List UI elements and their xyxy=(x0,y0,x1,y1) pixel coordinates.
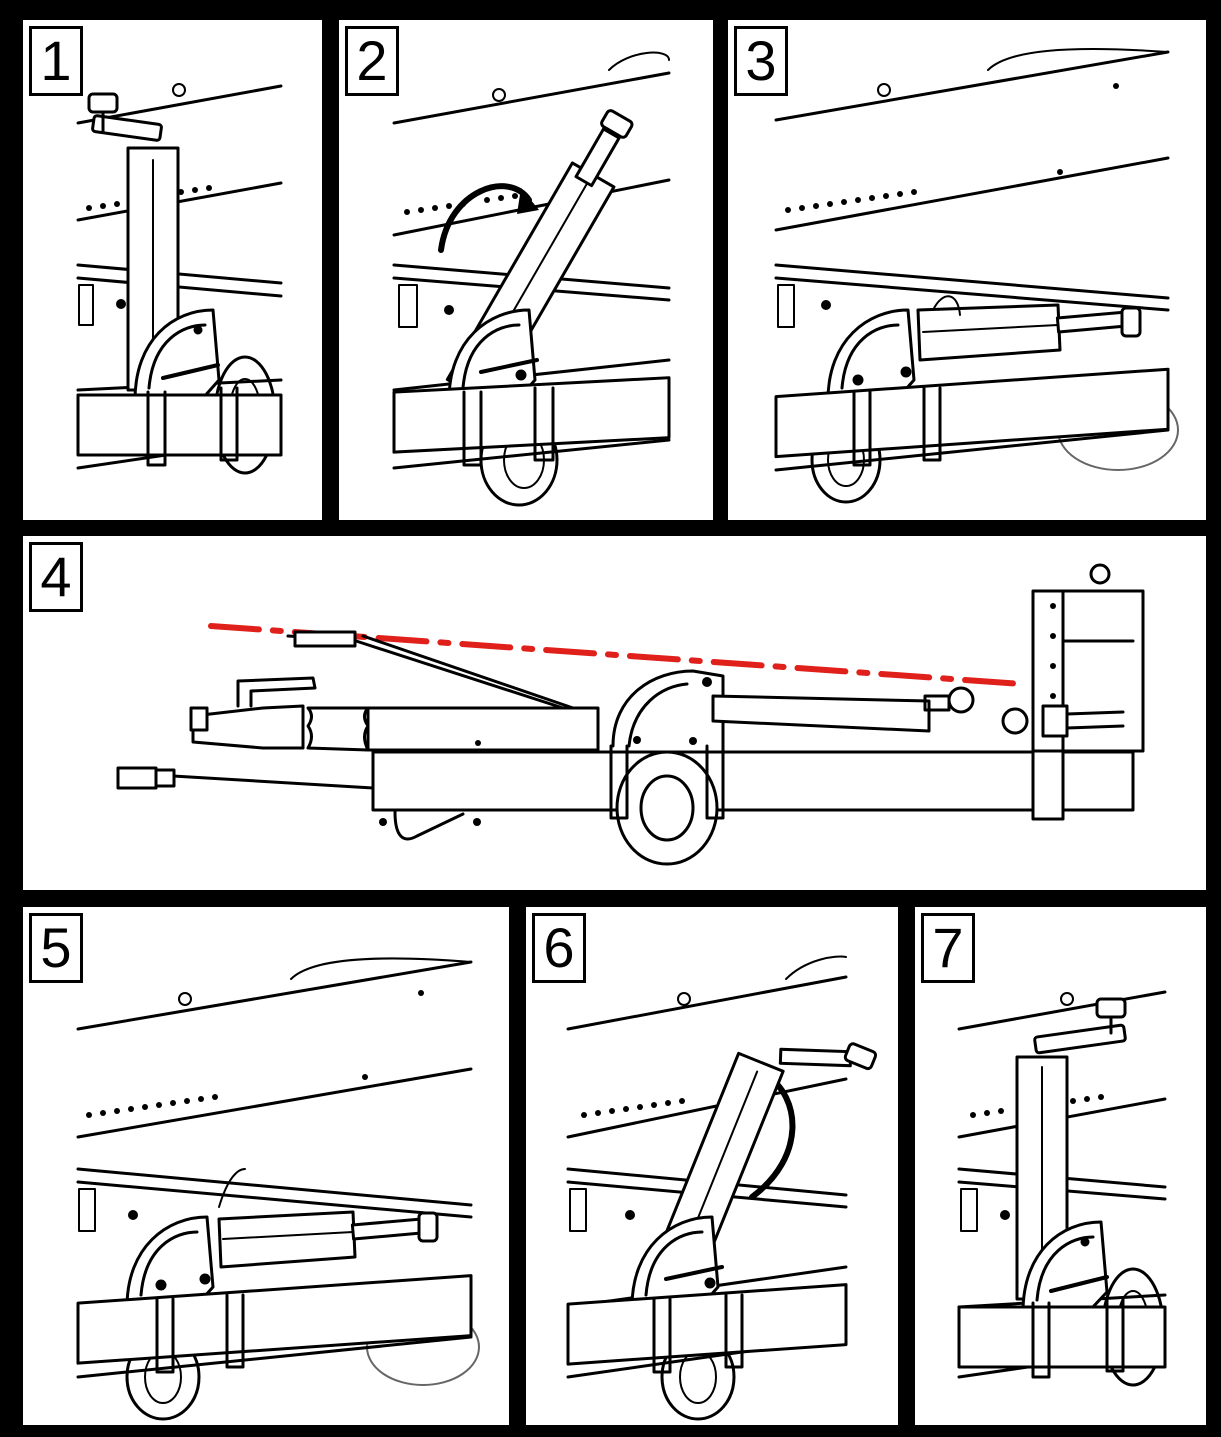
clamp-bracket xyxy=(957,1220,1167,1379)
jockey-wheel-illustration xyxy=(566,955,878,1421)
step-panel-4: 4 xyxy=(23,536,1206,890)
jockey-wheel-illustration xyxy=(392,51,671,507)
step-number: 3 xyxy=(734,26,788,96)
step-number: 4 xyxy=(29,542,83,612)
step-panel-5: 5 xyxy=(23,907,509,1425)
step-number: 5 xyxy=(29,913,83,983)
step-panel-6: 6 xyxy=(526,907,898,1425)
trailer-side-view xyxy=(116,563,1145,866)
step-number: 6 xyxy=(532,913,586,983)
clamp-bracket xyxy=(566,1215,848,1374)
clamp-bracket xyxy=(76,1215,473,1374)
jack-post xyxy=(217,1168,439,1269)
step-panel-3: 3 xyxy=(728,20,1206,520)
step-number: 2 xyxy=(345,26,399,96)
step-panel-7: 7 xyxy=(915,907,1206,1425)
step-panel-2: 2 xyxy=(339,20,713,520)
jockey-wheel-illustration xyxy=(957,990,1167,1387)
step-number: 7 xyxy=(921,913,975,983)
jockey-wheel-illustration xyxy=(76,957,480,1421)
jack-post xyxy=(916,295,1142,362)
step-panel-1: 1 xyxy=(23,20,322,520)
step-number: 1 xyxy=(29,26,83,96)
clamp-bracket xyxy=(76,308,283,467)
clamp-bracket xyxy=(774,308,1170,467)
clamp-bracket xyxy=(392,308,671,467)
clearance-line xyxy=(208,623,1024,687)
jockey-wheel-illustration xyxy=(774,48,1179,504)
jockey-wheel-illustration xyxy=(76,83,283,475)
arrow-head xyxy=(517,188,539,214)
